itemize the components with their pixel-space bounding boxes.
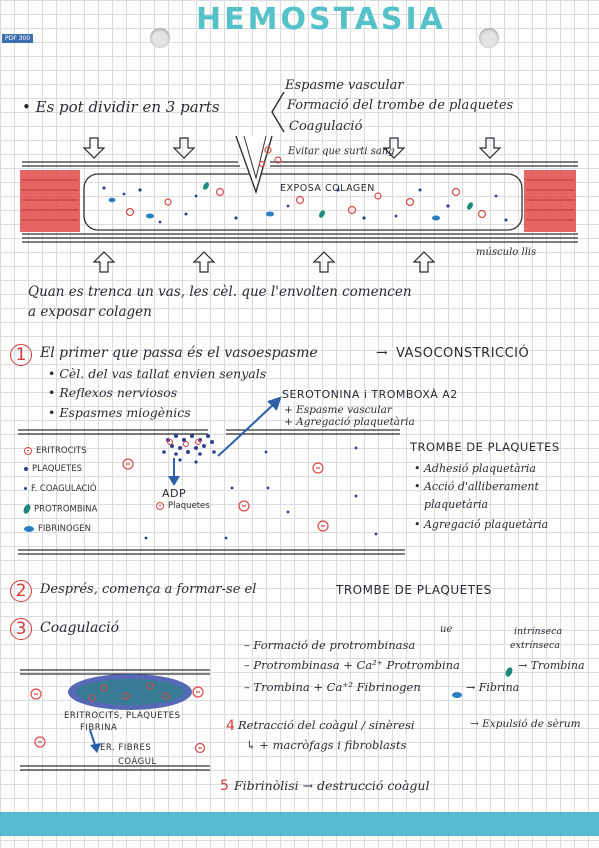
step-4-number: 4: [226, 718, 235, 734]
clot-diagram: [20, 669, 210, 771]
legend-erythrocytes: ERITROCITS: [24, 446, 87, 456]
clot-label-1: ERITROCITS, PLAQUETES: [64, 711, 181, 721]
platelet-icon: [24, 466, 28, 471]
platelet-plug-diagram: [18, 396, 405, 555]
step-1-arrow: →: [376, 345, 388, 361]
legend-coag-factors: F. COAGULACIÓ: [24, 484, 97, 494]
intro-sentence-2: a exposar colagen: [28, 304, 152, 320]
part-1-spasm: Espasme vascular: [285, 78, 404, 93]
part-2-plug: Formació del trombe de plaquetes: [287, 98, 514, 113]
clot-label-2: FIBRINA: [80, 723, 118, 733]
trombe-title: TROMBE DE PLAQUETES: [410, 440, 560, 454]
step-4-text: Retracció del coàgul / sinèresi: [238, 718, 415, 732]
prothrombin-icon: [504, 665, 514, 678]
legend-fibrinogen: FIBRINOGEN: [24, 524, 91, 534]
fibrinogen-icon: [24, 525, 34, 532]
page-title: HEMOSTASIA: [196, 2, 446, 37]
step-3-result-1: → Trombina: [518, 659, 585, 672]
part-3-coagulation: Coagulació: [289, 119, 363, 134]
trombe-item-2: • Acció d'alliberament: [414, 480, 539, 493]
legend-platelets: PLAQUETES: [24, 464, 82, 474]
intro-line: • Es pot dividir en 3 parts: [22, 98, 220, 116]
step-3-line-1: – Formació de protrombinasa: [244, 638, 416, 652]
serotonin-item-1: + Espasme vascular: [284, 404, 392, 416]
clot-label-4: COÀGUL: [118, 757, 157, 767]
step-2-caps: TROMBE DE PLAQUETES: [336, 583, 492, 597]
erythrocyte-icon: [24, 446, 32, 455]
page-badge: PDF 300: [2, 34, 34, 43]
step-3-label-ue: ue: [440, 624, 453, 635]
prothrombin-mark: [504, 661, 516, 680]
collagen-label: EXPOSA COLAGEN: [280, 183, 375, 194]
coag-factor-icon: [24, 487, 27, 490]
step-3-result-2: → Fibrina: [466, 681, 520, 694]
step-1-heading: El primer que passa és el vasoespasme: [40, 345, 318, 361]
bottom-accent-bar: [0, 812, 599, 836]
muscle-label: músculo llis: [476, 247, 537, 258]
serotonin-title: SEROTONINA i TROMBOXÀ A2: [282, 388, 458, 401]
step-5-text: Fibrinòlisi → destrucció coàgul: [234, 778, 430, 793]
step-1-result: VASOCONSTRICCIÓ: [396, 346, 530, 361]
step-4-sub: ↳ + macròfags i fibroblasts: [246, 738, 407, 752]
clot-label-3: ER. FIBRES: [100, 743, 152, 753]
step-3-line-3: – Trombina + Ca⁺² Fibrinogen: [244, 680, 421, 694]
fibrinogen-mark: [452, 684, 466, 703]
adp-sub-label: Plaquetes: [156, 501, 210, 511]
step-3-line-2: – Protrombinasa + Ca²⁺ Protrombina: [244, 658, 460, 672]
binder-hole-right: [479, 28, 499, 48]
vessel-diagram: [20, 135, 578, 273]
step-3-number: 3: [10, 618, 32, 640]
step-1-bullet-3: • Espasmes miogènics: [48, 405, 191, 420]
trombe-item-1: • Adhesió plaquetària: [414, 462, 536, 475]
step-1-bullet-2: • Reflexos nerviosos: [48, 385, 178, 400]
legend-prothrombin: PROTROMBINA: [22, 503, 97, 515]
brace-arrow: [271, 91, 285, 133]
adp-label: ADP: [162, 487, 187, 500]
step-3-label-intrinsic: intrínseca: [514, 626, 563, 637]
step-1-number: 1: [10, 344, 32, 366]
step-3-heading: Coagulació: [40, 620, 120, 636]
step-2-text: Després, comença a formar-se el: [40, 582, 257, 597]
trombe-item-3: plaquetària: [424, 498, 489, 511]
step-1-bullet-1: • Cèl. del vas tallat envien senyals: [48, 366, 267, 381]
serotonin-item-2: + Agregació plaquetària: [284, 416, 415, 428]
step-2-number: 2: [10, 580, 32, 602]
cut-label: Evitar que surti sang: [288, 146, 395, 157]
erythrocyte-icon: [156, 501, 164, 510]
step-4-arrow-text: → Expulsió de sèrum: [470, 718, 581, 730]
prothrombin-icon: [22, 503, 32, 515]
fibrinogen-icon: [452, 691, 462, 698]
intro-sentence-1: Quan es trenca un vas, les cèl. que l'en…: [28, 284, 412, 300]
trombe-item-4: • Agregació plaquetària: [414, 518, 549, 531]
step-5-number: 5: [220, 778, 229, 794]
step-3-label-extrinsic: extrínseca: [510, 640, 560, 651]
binder-hole-left: [150, 28, 170, 48]
